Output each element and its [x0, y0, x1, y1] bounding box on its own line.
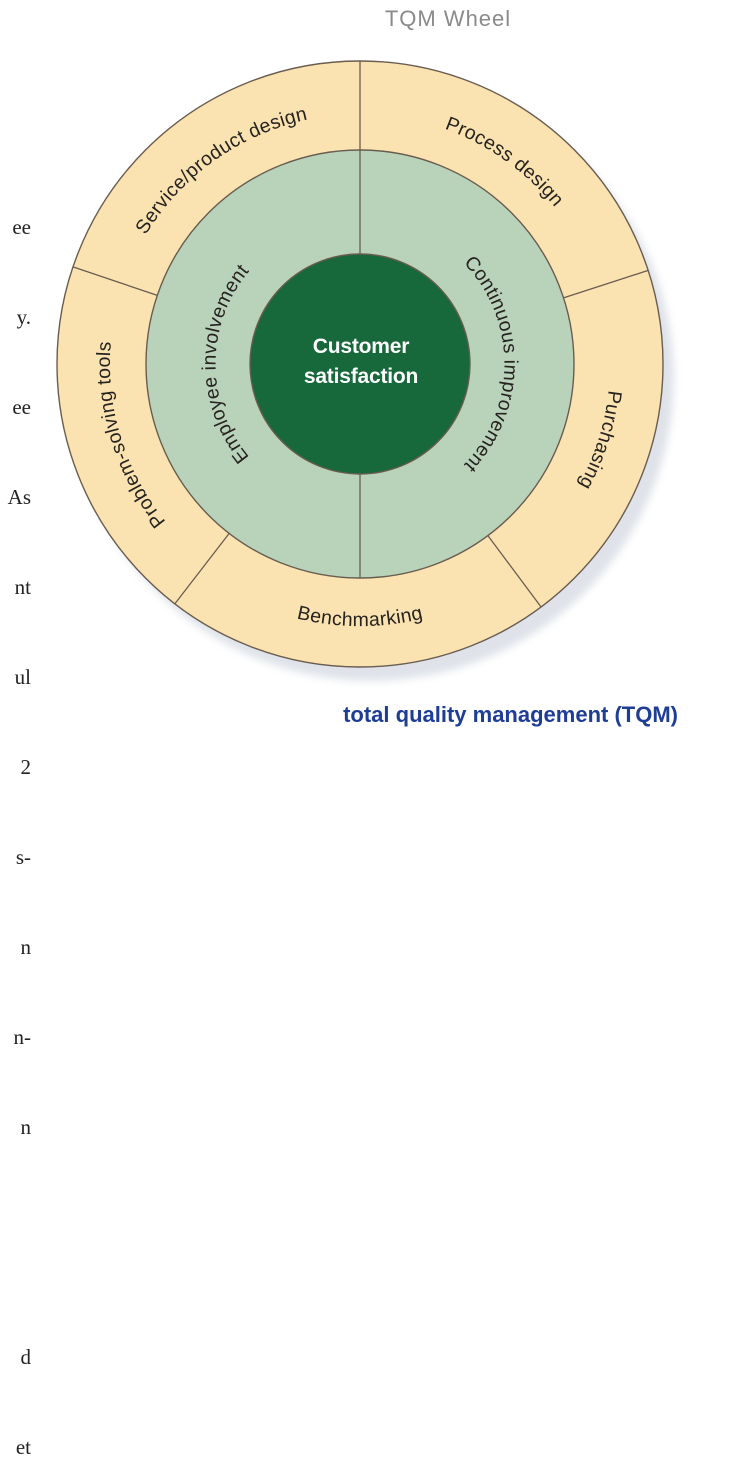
outer-divider-upper-left — [72, 266, 158, 297]
outer-divider-lower-right — [487, 535, 542, 608]
clipped-text-line: As — [7, 485, 31, 509]
segment-dividers — [72, 61, 649, 608]
clipped-text-line: n — [20, 1115, 32, 1139]
clipped-text-line: d — [20, 1345, 32, 1369]
outer-divider-lower-left — [174, 533, 230, 605]
index-caption: total quality management (TQM) — [343, 702, 678, 727]
clipped-text-line: 2 — [20, 755, 32, 779]
clipped-text-line: y. — [16, 305, 31, 329]
clipped-text-line: ul — [14, 665, 31, 689]
diagram-title: TQM Wheel — [384, 6, 512, 31]
tqm-wheel-diagram: Service/product design Process design Pu… — [56, 60, 674, 681]
center-circle — [249, 253, 471, 475]
clipped-text-line: n- — [13, 1025, 32, 1049]
clipped-text-line: ee — [12, 215, 31, 239]
clipped-text-line: s- — [15, 845, 31, 869]
clipped-text-line: n — [20, 935, 32, 959]
center-label-line1: Customer — [313, 335, 409, 358]
clipped-text-line: et — [15, 1435, 31, 1459]
clipped-text-line: nt — [14, 575, 31, 599]
outer-divider-upper-right — [563, 269, 649, 299]
clipped-text-line: ee — [12, 395, 31, 419]
clipped-paragraph: d et be l- e o ay — [0, 1282, 31, 1464]
center-label-line2: satisfaction — [304, 365, 418, 388]
